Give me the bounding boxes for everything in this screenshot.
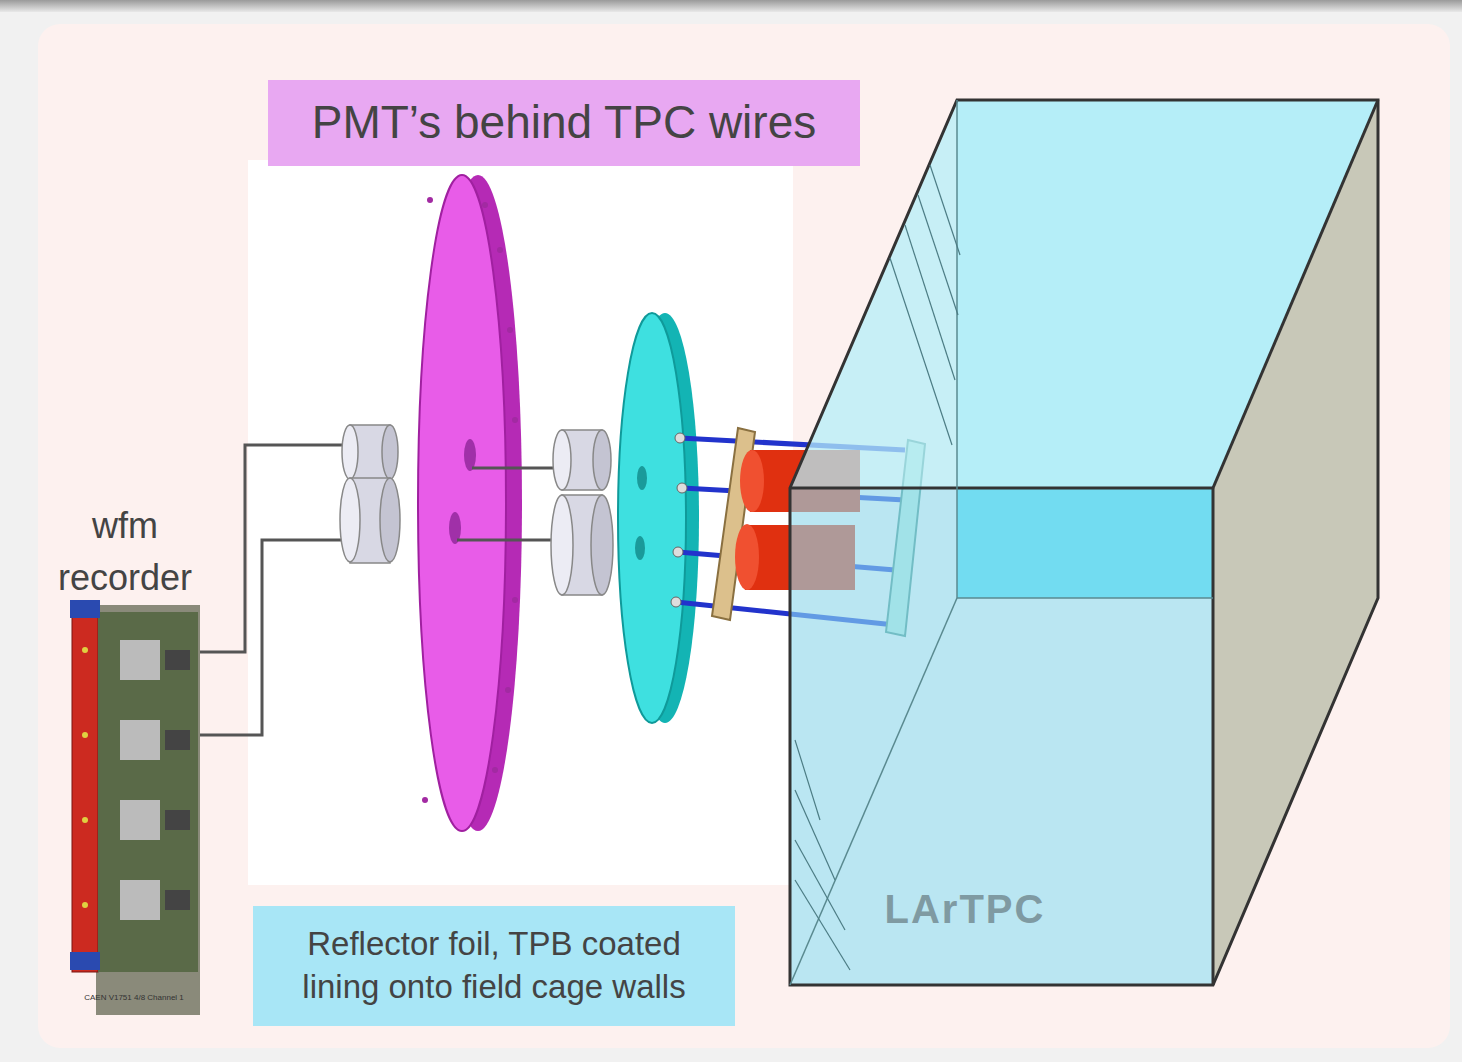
- pmt-support-flange: [618, 313, 699, 723]
- model-label: CAEN V1751 4/8 Channel 1: [44, 993, 224, 1003]
- note-box: Reflector foil, TPB coated lining onto f…: [253, 906, 735, 1026]
- lartpc-box: [790, 100, 1378, 985]
- inner-flanges: [551, 430, 613, 595]
- feedthrough-flanges: [340, 425, 400, 563]
- device-label: wfm recorder: [40, 500, 210, 604]
- top-flange: [418, 175, 522, 831]
- signal-wires: [190, 445, 355, 735]
- box-text: PMT’s behind TPC wires: [312, 93, 816, 153]
- box-text: Reflector foil, TPB coated lining onto f…: [265, 923, 723, 1009]
- title-box: PMT’s behind TPC wires: [268, 80, 860, 166]
- slide-panel: [38, 24, 1450, 1048]
- render-ground: [248, 160, 793, 885]
- frame: [0, 12, 1462, 1062]
- top-bar: [0, 0, 1462, 12]
- digitizer-card: [70, 600, 200, 1015]
- watermark: LArTPC: [815, 885, 1115, 933]
